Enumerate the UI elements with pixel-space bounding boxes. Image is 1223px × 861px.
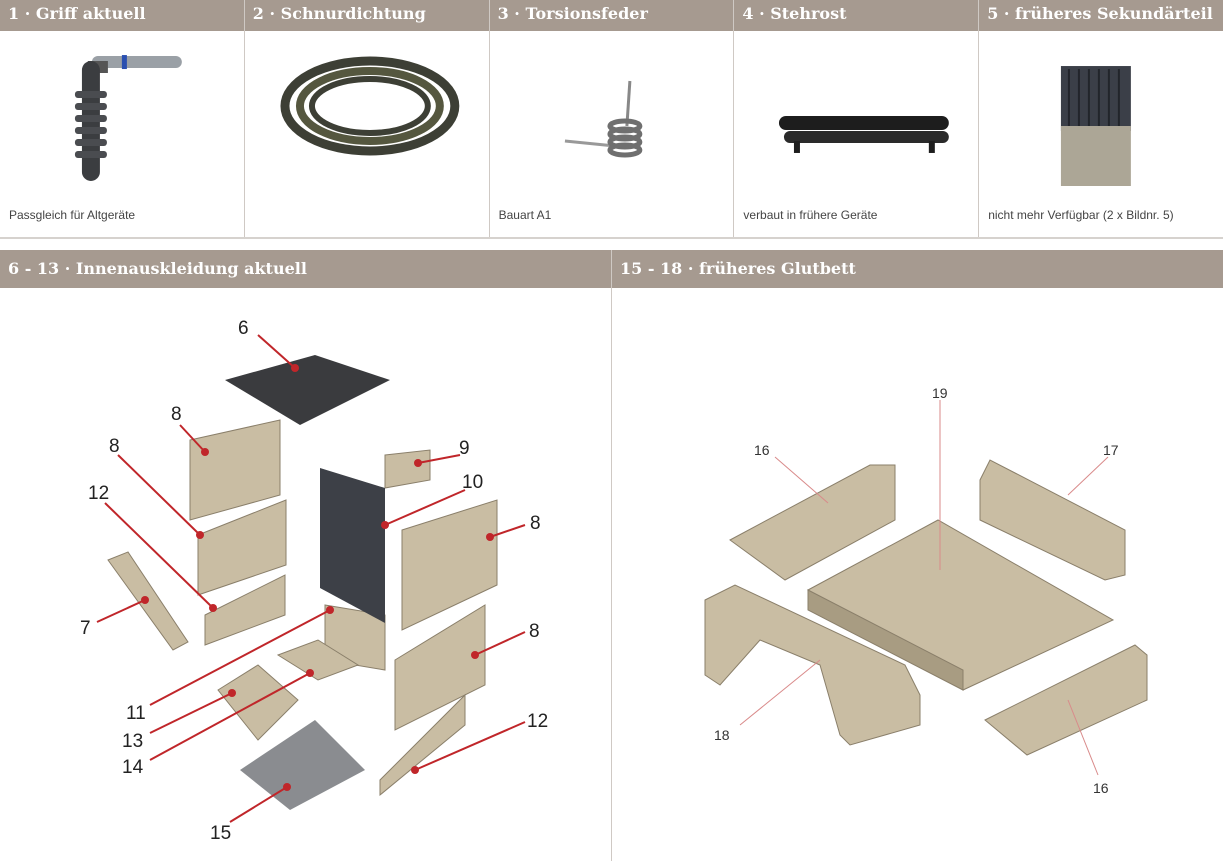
product-row: 1 · Griff aktuell Passgleich für Altgerä…: [0, 0, 1223, 239]
callout-label: 7: [80, 618, 91, 639]
product-title: 2 · Schnurdichtung: [244, 0, 489, 31]
callout-label: 8: [529, 621, 540, 642]
rope-seal-image: [280, 56, 460, 156]
callout-label: 6: [238, 318, 249, 339]
callout-label: 10: [462, 472, 483, 493]
product-caption: Bauart A1: [498, 208, 552, 222]
product-title: 1 · Griff aktuell: [0, 0, 244, 31]
ember-bed-diagram: 19 16 17 18 16: [704, 385, 1148, 796]
product-caption: Passgleich für Altgeräte: [9, 208, 136, 222]
product-title: 4 · Stehrost: [734, 0, 979, 31]
product-caption: verbaut in frühere Geräte: [743, 208, 878, 222]
handle-image: [74, 55, 182, 181]
grate-image: [779, 116, 950, 153]
secondary-part-image: [1061, 66, 1132, 186]
product-card-griff[interactable]: 1 · Griff aktuell Passgleich für Altgerä…: [0, 0, 245, 237]
callout-label: 8: [109, 436, 120, 457]
product-card-schnurdichtung[interactable]: 2 · Schnurdichtung: [244, 0, 490, 237]
callout-label: 15: [210, 823, 231, 844]
callout-label: 8: [171, 404, 182, 425]
callout-label: 8: [530, 513, 541, 534]
callout-label: 9: [459, 438, 470, 459]
callout-label: 18: [714, 727, 730, 743]
callout-label: 16: [1093, 780, 1109, 796]
section-title: 6 - 13 · Innenauskleidung aktuell: [0, 250, 611, 288]
section-title: 15 - 18 · früheres Glutbett: [612, 250, 1223, 288]
callout-label: 12: [88, 483, 109, 504]
section-innenauskleidung: 6 - 13 · Innenauskleidung aktuell 6 8 8 …: [0, 250, 612, 861]
product-title: 5 · früheres Sekundärteil: [979, 0, 1223, 31]
callout-label: 19: [932, 385, 948, 401]
lining-exploded-diagram: 6 8 8 12 7 9 10 8 8 12 11 13 14 15: [80, 318, 548, 844]
spring-image: [564, 80, 642, 158]
product-caption: nicht mehr Verfügbar (2 x Bildnr. 5): [988, 208, 1174, 222]
product-card-sekundaerteil[interactable]: 5 · früheres Sekundärteil nicht mehr Ver…: [979, 0, 1223, 237]
product-card-torsionsfeder[interactable]: 3 · Torsionsfeder Bauart A1: [489, 0, 735, 237]
section-glutbett: 15 - 18 · früheres Glutbett 19 16 17 18 …: [612, 250, 1223, 861]
callout-label: 16: [754, 442, 770, 458]
product-card-stehrost[interactable]: 4 · Stehrost verbaut in frühere Geräte: [734, 0, 980, 237]
callout-label: 12: [527, 711, 548, 732]
product-title: 3 · Torsionsfeder: [489, 0, 734, 31]
callout-label: 17: [1103, 442, 1119, 458]
callout-label: 13: [122, 731, 143, 752]
callout-label: 11: [126, 703, 146, 724]
callout-label: 14: [122, 757, 144, 778]
